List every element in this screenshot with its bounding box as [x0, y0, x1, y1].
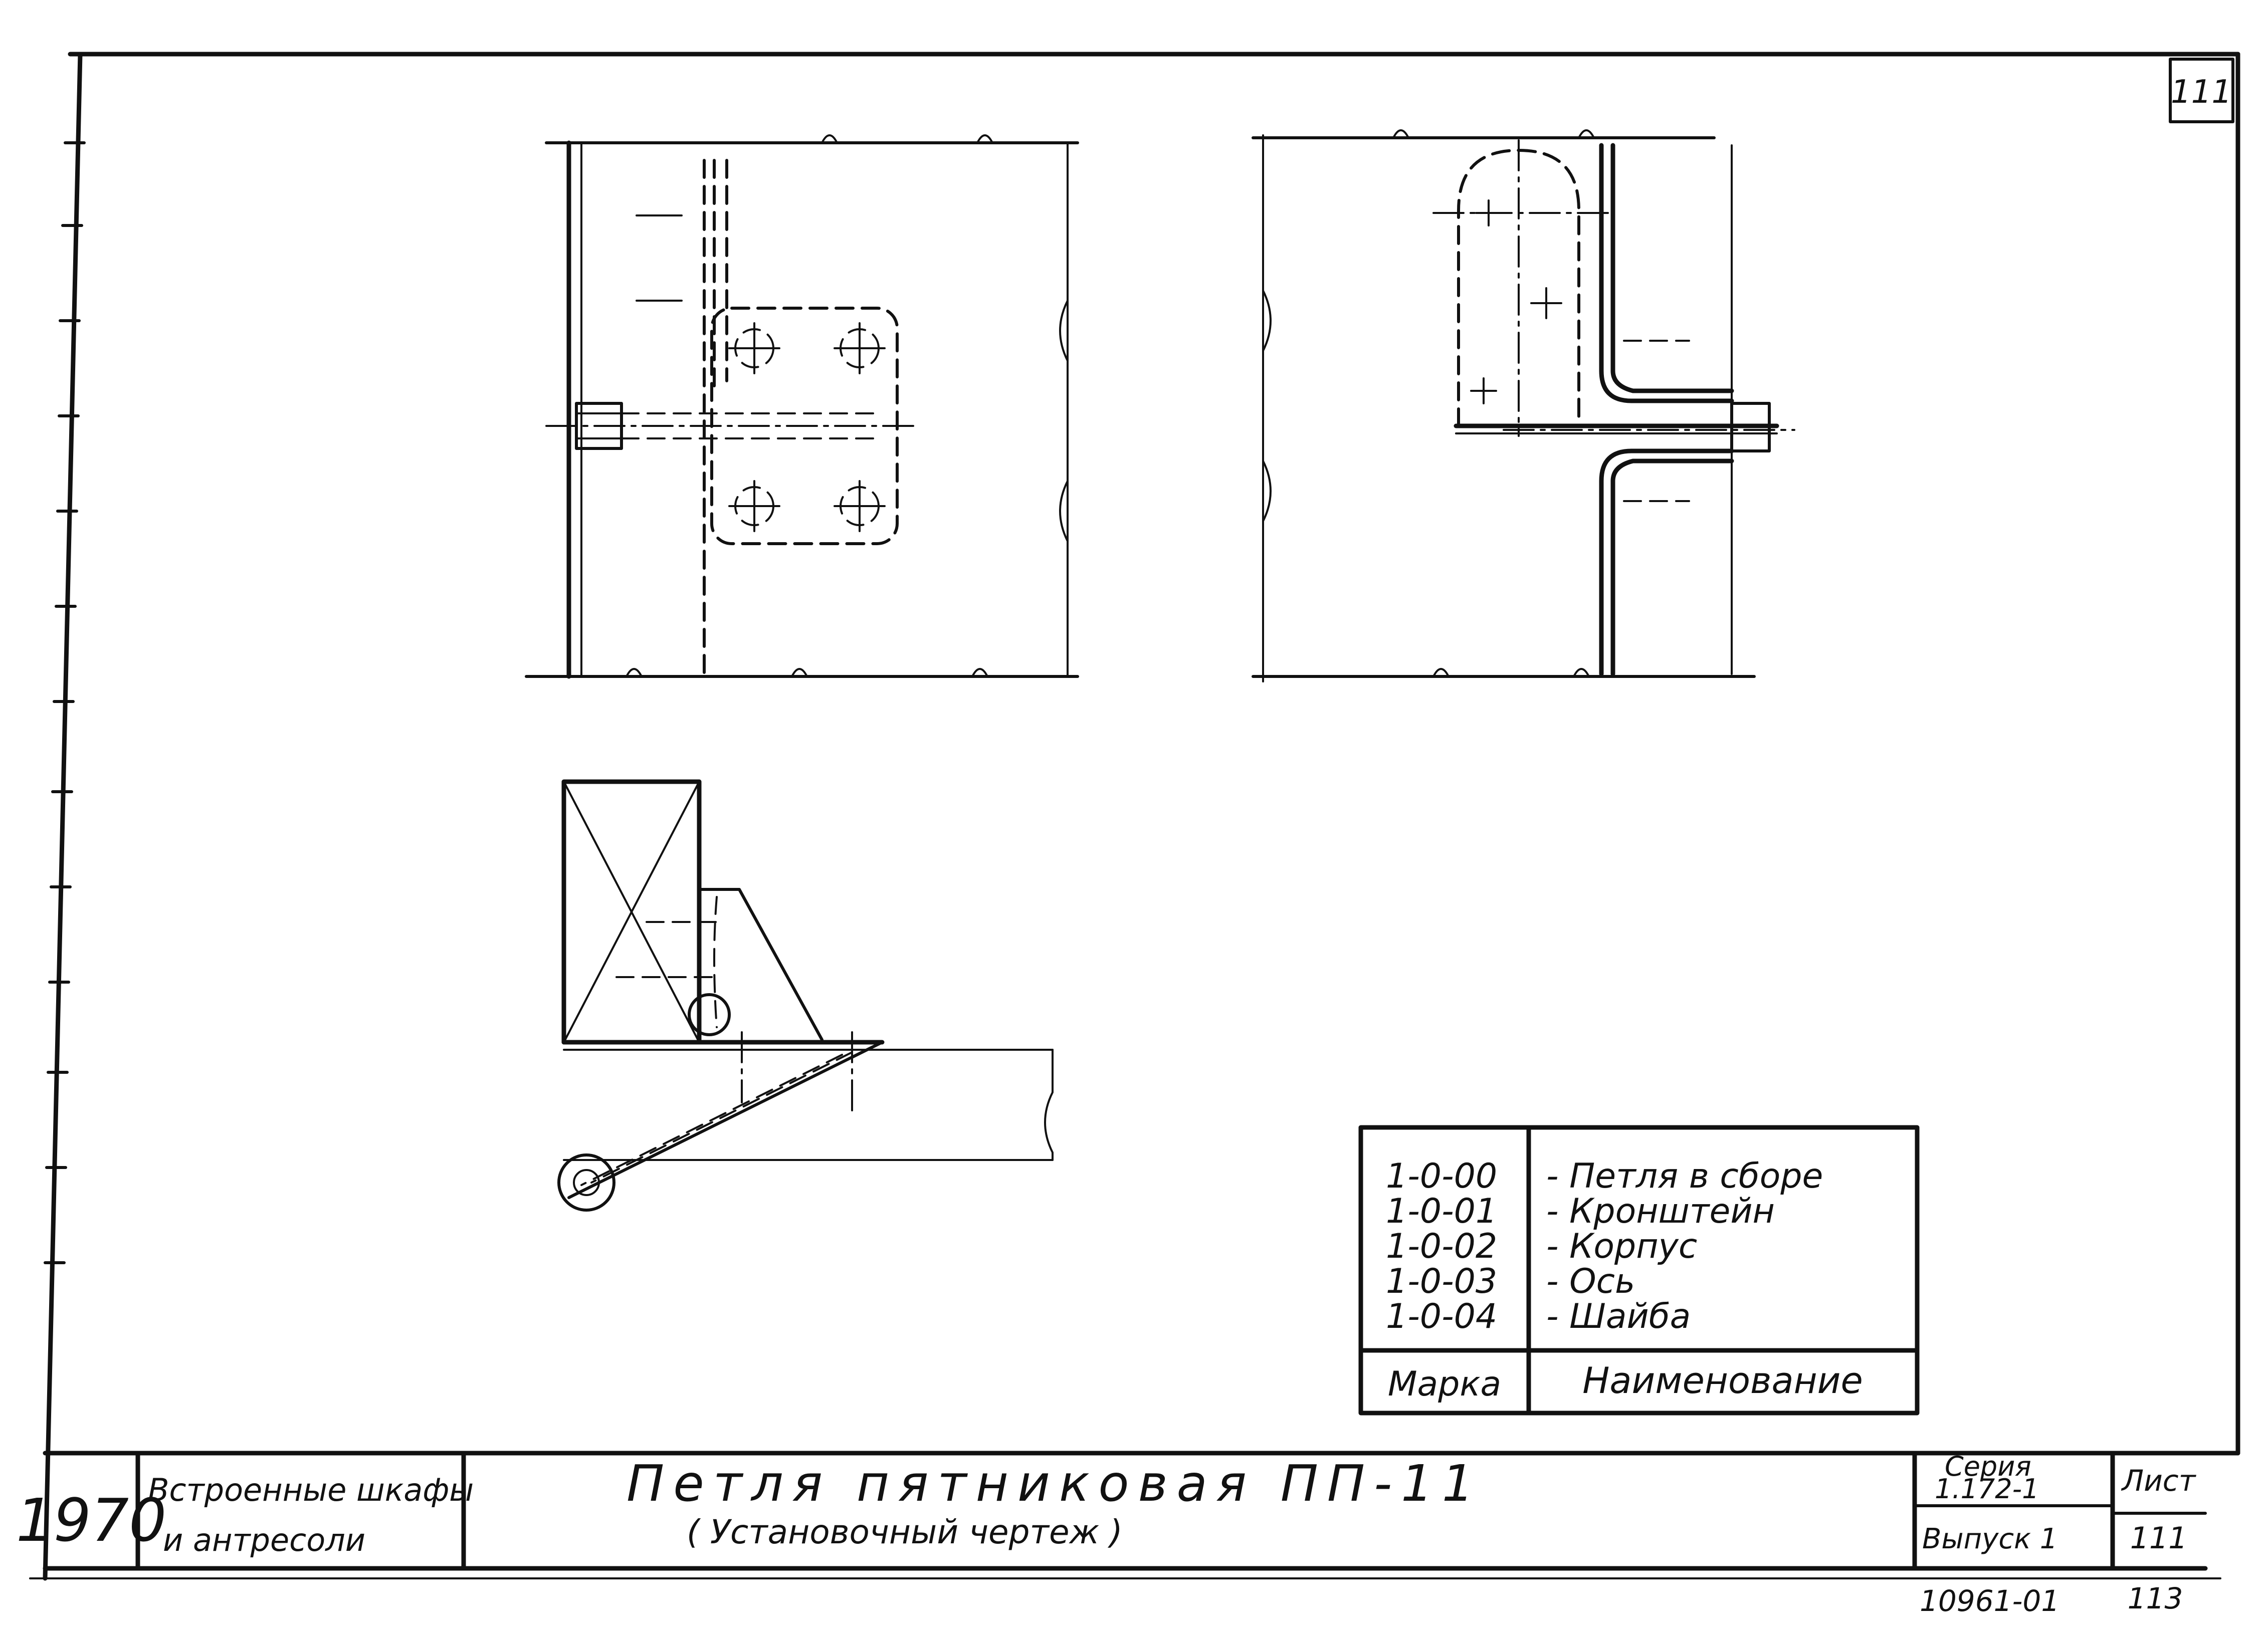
- legend-row-3: 1-0-02 - Корпус: [1386, 1227, 1697, 1266]
- corner-sheet-box: 111: [2169, 58, 2234, 123]
- legend-mark: 1-0-01: [1386, 1192, 1497, 1231]
- legend-name: - Корпус: [1546, 1227, 1697, 1266]
- view-plan: [557, 779, 1054, 1212]
- margin-ticks: [44, 141, 86, 1264]
- legend-mark: 1-0-00: [1386, 1156, 1497, 1196]
- legend-mark: 1-0-04: [1386, 1297, 1497, 1336]
- document-code: 10961-01: [1920, 1584, 2059, 1618]
- issue: Выпуск 1: [1922, 1523, 2057, 1555]
- series-value: 1.172-1: [1935, 1473, 2039, 1505]
- legend-mark: 1-0-02: [1386, 1227, 1497, 1266]
- drawing-title: Петля пятниковая ПП-11: [627, 1454, 1483, 1513]
- view-front: [525, 134, 1079, 679]
- legend-row-4: 1-0-03 - Ось: [1386, 1262, 1635, 1301]
- legend-name: - Ось: [1546, 1262, 1635, 1301]
- legend-name: - Шайба: [1546, 1297, 1691, 1336]
- legend-name: - Кронштейн: [1546, 1192, 1775, 1231]
- legend-header-mark: Марка: [1388, 1364, 1501, 1404]
- legend-row-5: 1-0-04 - Шайба: [1386, 1297, 1691, 1336]
- sheet-label: Лист: [2121, 1464, 2197, 1498]
- title-block: 1970 Встроенные шкафы и антресоли Петля …: [16, 1451, 2240, 1618]
- drawing-subtitle: ( Установочный чертеж ): [687, 1513, 1123, 1551]
- page-number: 113: [2128, 1581, 2183, 1615]
- legend-name: - Петля в сборе: [1546, 1156, 1823, 1196]
- legend-row-2: 1-0-01 - Кронштейн: [1386, 1192, 1775, 1231]
- project-line-1: Встроенные шкафы: [148, 1472, 474, 1508]
- legend-table: 1-0-00 - Петля в сборе 1-0-01 - Кронштей…: [1358, 1125, 1920, 1416]
- legend-mark: 1-0-03: [1386, 1262, 1497, 1301]
- legend-header-name: Наименование: [1582, 1359, 1863, 1402]
- corner-sheet-number: 111: [2171, 74, 2232, 111]
- sheet-number: 111: [2130, 1521, 2188, 1556]
- view-side: [1252, 129, 1795, 682]
- legend-row-1: 1-0-00 - Петля в сборе: [1386, 1156, 1823, 1196]
- project-line-2: и антресоли: [163, 1522, 365, 1558]
- sheet-frame: 111: [43, 52, 2240, 1581]
- year: 1970: [16, 1486, 166, 1555]
- series-label: Серия: [1945, 1451, 2031, 1482]
